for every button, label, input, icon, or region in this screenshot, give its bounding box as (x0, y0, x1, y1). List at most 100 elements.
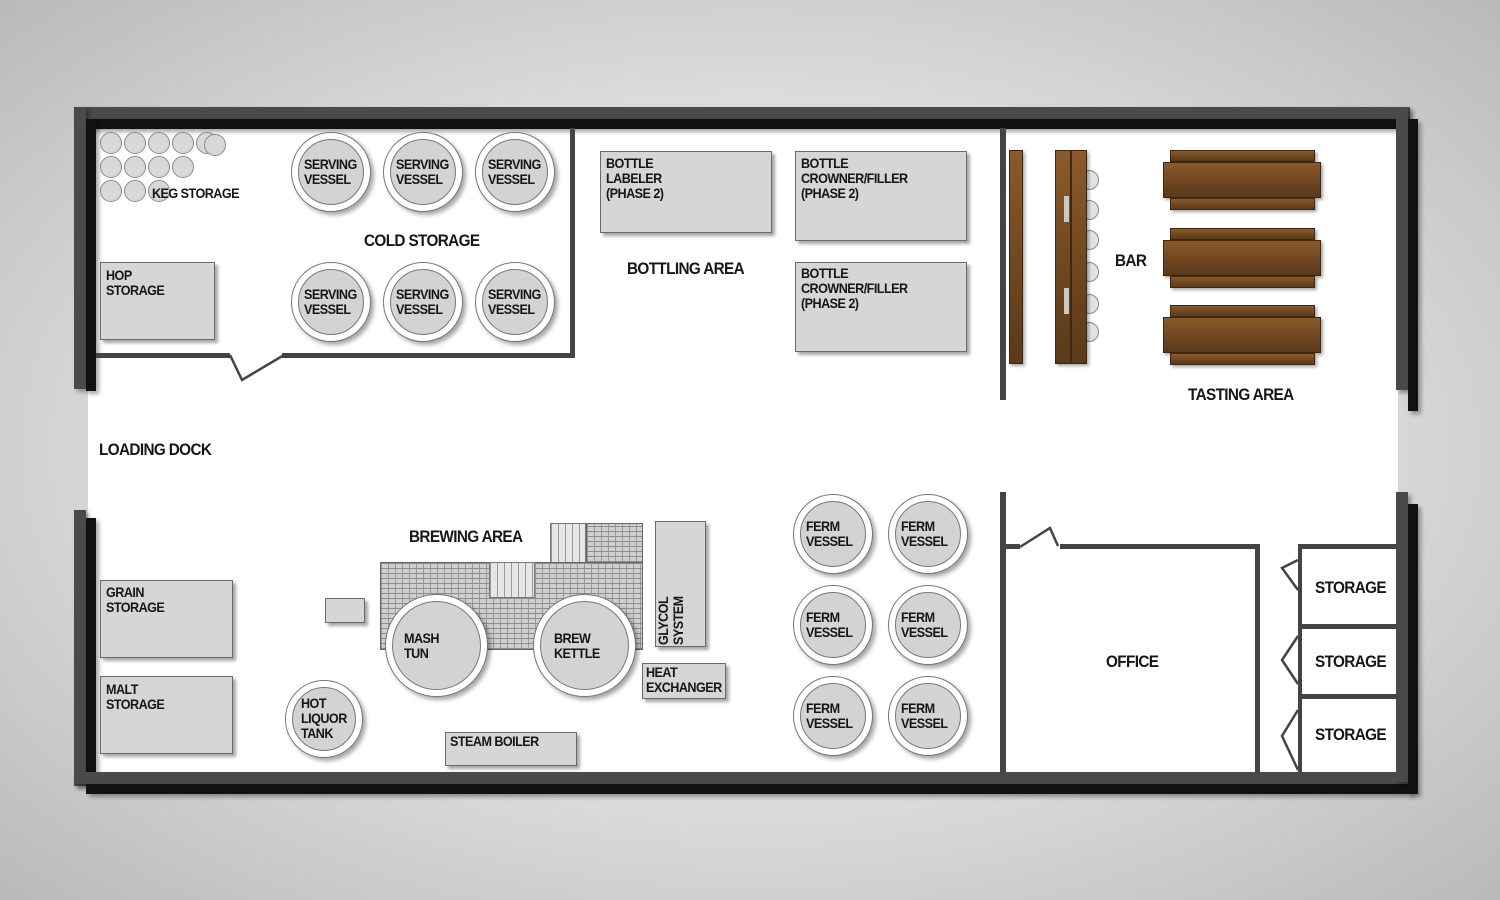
tasting-table-2 (1163, 240, 1321, 276)
brew-kettle: BREW KETTLE (533, 594, 636, 697)
keg-8 (124, 156, 146, 178)
serving-vessel-3-label: SERVING VESSEL (488, 156, 541, 187)
office-west-wall (1000, 492, 1006, 774)
malt-storage-label: MALT STORAGE (106, 681, 165, 712)
keg-12 (124, 180, 146, 202)
grain-storage-label: GRAIN STORAGE (106, 584, 165, 615)
malt-storage-box (100, 676, 233, 754)
bottling-area-label: BOTTLING AREA (627, 259, 745, 278)
serving-vessel-6-label: SERVING VESSEL (488, 286, 541, 317)
back-bar-counter (1009, 150, 1023, 364)
keg-7 (100, 156, 122, 178)
top-wall-outer (74, 107, 1410, 119)
brew-kettle-label: BREW KETTLE (554, 629, 600, 661)
keg-13 (148, 180, 170, 202)
right-wall-lower-outer (1396, 492, 1408, 782)
storage-door-3 (1280, 709, 1300, 771)
bottom-wall-outer (74, 772, 1410, 784)
serving-vessel-5: SERVING VESSEL (383, 262, 463, 342)
office-door (1019, 526, 1060, 549)
cold-storage-south-wall-right (282, 353, 575, 358)
serving-vessel-5-label: SERVING VESSEL (396, 286, 449, 317)
tasting-table-3 (1163, 317, 1321, 353)
ferm-vessel-4-label: FERM VESSEL (901, 609, 948, 640)
bar-tap-2 (1064, 288, 1069, 314)
cold-storage-door (228, 353, 285, 382)
keg-9 (148, 156, 170, 178)
serving-vessel-4: SERVING VESSEL (291, 262, 371, 342)
ferm-vessel-3: FERM VESSEL (793, 585, 873, 665)
hot-liquor-tank-label: HOT LIQUOR TANK (301, 695, 347, 741)
serving-vessel-1-label: SERVING VESSEL (304, 156, 357, 187)
left-wall-upper (86, 119, 96, 391)
ferm-vessel-5-label: FERM VESSEL (806, 700, 853, 731)
ferm-vessel-2-label: FERM VESSEL (901, 518, 948, 549)
hot-liquor-tank: HOT LIQUOR TANK (285, 680, 363, 758)
bottom-wall (86, 784, 1412, 794)
bar-counter-seam (1070, 150, 1072, 364)
bottle-labeler-label: BOTTLE LABELER (PHASE 2) (606, 155, 664, 201)
storage-divider-2 (1298, 694, 1398, 699)
storage-door-1 (1280, 558, 1300, 591)
cold-storage-east-wall (570, 128, 575, 358)
right-wall-upper (1408, 119, 1418, 411)
left-wall-lower (86, 518, 96, 772)
serving-vessel-2: SERVING VESSEL (383, 132, 463, 212)
storage-1-label: STORAGE (1315, 578, 1387, 597)
office-north-wall-stub (1006, 544, 1020, 549)
serving-vessel-4-label: SERVING VESSEL (304, 286, 357, 317)
ferm-vessel-2: FERM VESSEL (888, 494, 968, 574)
table-1-bench-bottom (1170, 198, 1315, 210)
brewing-area-label: BREWING AREA (409, 527, 523, 546)
steam-boiler-label: STEAM BOILER (450, 733, 539, 749)
loading-dock-label: LOADING DOCK (99, 440, 212, 459)
table-3-bench-bottom (1170, 353, 1315, 365)
office-north-wall (1060, 544, 1260, 549)
tasting-table-1 (1163, 162, 1321, 198)
bar-tap-1 (1064, 196, 1069, 222)
top-wall (86, 119, 1396, 129)
keg-2 (124, 132, 146, 154)
pump-box (325, 598, 365, 623)
storage-3-label: STORAGE (1315, 725, 1387, 744)
storage-door-2 (1280, 635, 1300, 685)
right-wall-lower (1408, 504, 1418, 794)
ferm-vessel-6-label: FERM VESSEL (901, 700, 948, 731)
tasting-area-west-wall (1000, 128, 1006, 400)
platform-stairs-upper (550, 523, 586, 563)
bottle-crowner-1-box (795, 151, 967, 241)
office-label: OFFICE (1106, 652, 1159, 671)
bar-label: BAR (1115, 251, 1147, 270)
keg-storage-label: KEG STORAGE (152, 185, 239, 201)
glycol-system-box (655, 521, 706, 647)
brew-platform-upper (586, 523, 643, 563)
bottle-crowner-2-box (795, 262, 967, 352)
keg-6 (204, 134, 226, 156)
mash-tun-label: MASH TUN (404, 629, 439, 661)
table-3-bench-top (1170, 305, 1315, 317)
ferm-vessel-5: FERM VESSEL (793, 676, 873, 756)
right-wall-upper-outer (1396, 107, 1408, 390)
mash-tun: MASH TUN (385, 594, 488, 697)
storage-west-wall (1298, 544, 1302, 774)
office-east-wall (1255, 544, 1260, 774)
serving-vessel-2-label: SERVING VESSEL (396, 156, 449, 187)
ferm-vessel-1-label: FERM VESSEL (806, 518, 853, 549)
bottle-crowner-2-label: BOTTLE CROWNER/FILLER (PHASE 2) (801, 265, 908, 311)
ferm-vessel-6: FERM VESSEL (888, 676, 968, 756)
ferm-vessel-3-label: FERM VESSEL (806, 609, 853, 640)
bottle-crowner-1-label: BOTTLE CROWNER/FILLER (PHASE 2) (801, 155, 908, 201)
heat-exchanger-label: HEAT EXCHANGER (646, 664, 722, 695)
keg-11 (100, 180, 122, 202)
left-wall-upper-outer (74, 107, 86, 389)
platform-stairs-lower (489, 562, 535, 598)
cold-storage-south-wall-left (96, 353, 230, 358)
table-2-bench-bottom (1170, 276, 1315, 288)
left-wall-lower-outer (74, 510, 86, 786)
keg-3 (148, 132, 170, 154)
serving-vessel-1: SERVING VESSEL (291, 132, 371, 212)
ferm-vessel-4: FERM VESSEL (888, 585, 968, 665)
storage-divider-1 (1298, 624, 1398, 629)
